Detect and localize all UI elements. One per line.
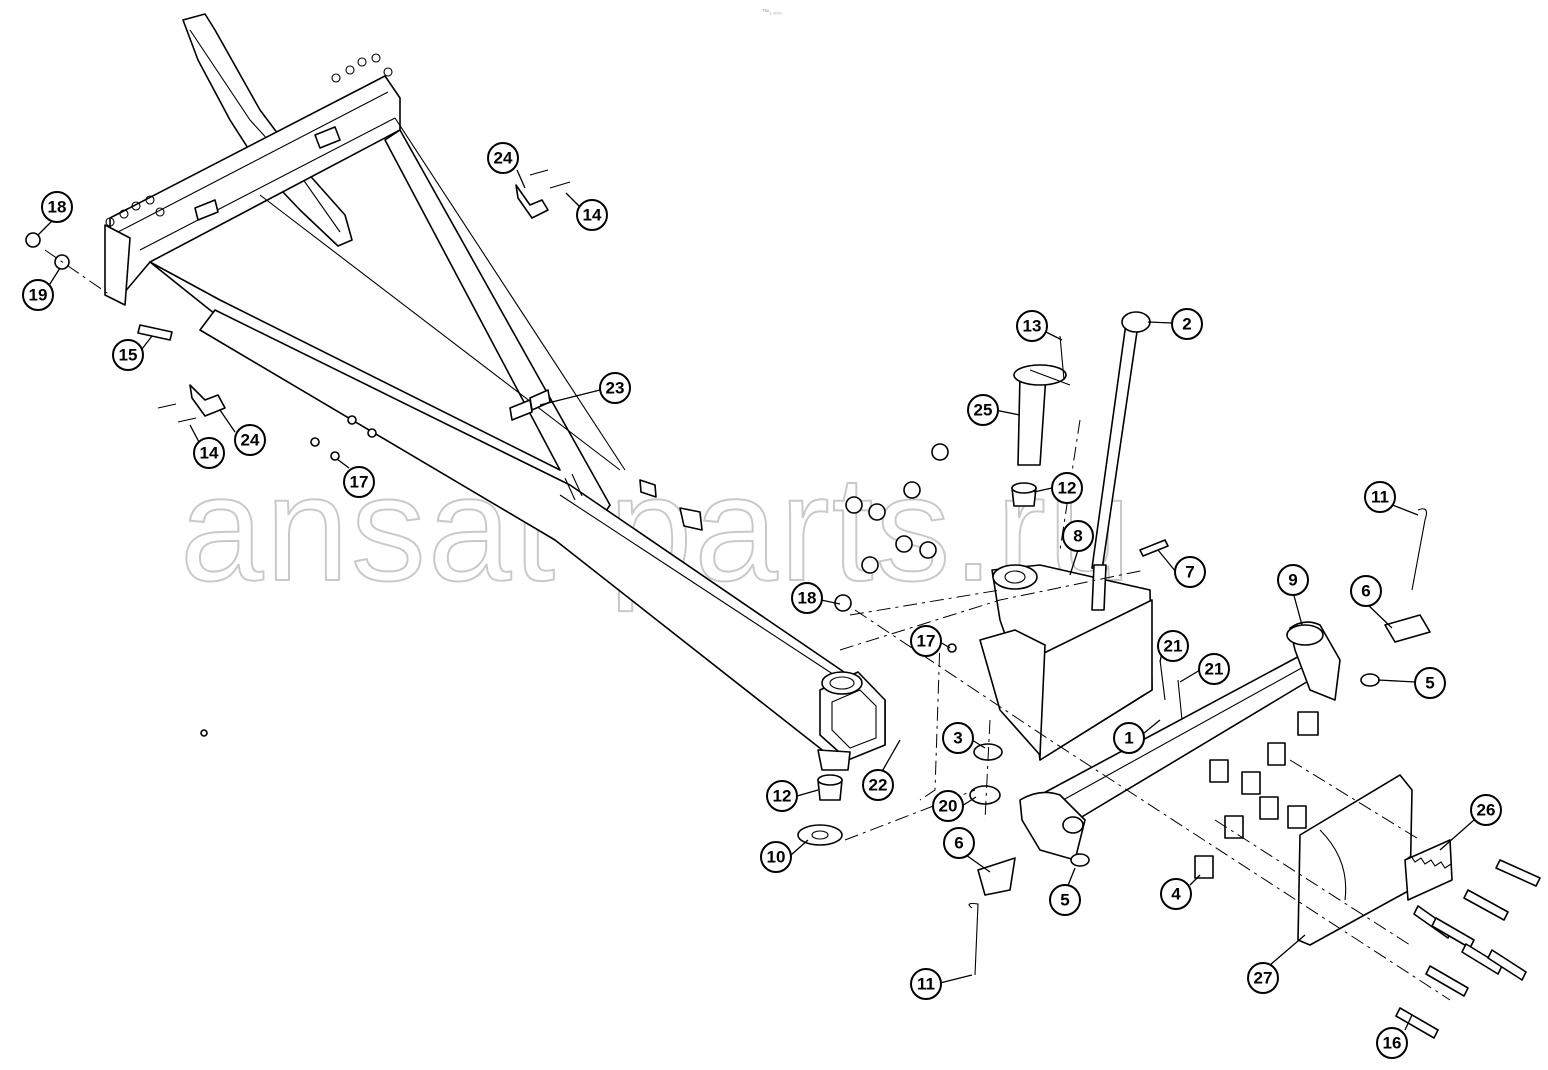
callout-2: 2: [1171, 308, 1203, 340]
svg-text:5: 5: [1425, 674, 1434, 693]
callout-18: 18: [791, 582, 823, 614]
svg-text:20: 20: [939, 797, 958, 816]
callout-12: 12: [1051, 472, 1083, 504]
svg-text:14: 14: [200, 444, 219, 463]
callout-5: 5: [1049, 884, 1081, 916]
svg-text:12: 12: [1058, 479, 1077, 498]
svg-text:13: 13: [1023, 317, 1042, 336]
mounting-plate: [1297, 774, 1541, 1039]
svg-text:24: 24: [241, 431, 260, 450]
svg-text:18: 18: [798, 589, 817, 608]
svg-text:7: 7: [1185, 563, 1194, 582]
callout-18: 18: [41, 191, 73, 223]
callout-17: 17: [910, 625, 942, 657]
callout-10: 10: [760, 841, 792, 873]
svg-text:21: 21: [1164, 637, 1183, 656]
callout-27: 27: [1247, 962, 1279, 994]
svg-text:6: 6: [1361, 582, 1370, 601]
svg-text:21: 21: [1205, 660, 1224, 679]
callout-11: 11: [1364, 481, 1396, 513]
drawbar-frame: [104, 13, 886, 771]
callout-1: 1: [1113, 722, 1145, 754]
callout-24: 24: [234, 424, 266, 456]
svg-text:22: 22: [869, 776, 888, 795]
svg-text:10: 10: [767, 848, 786, 867]
svg-text:6: 6: [954, 834, 963, 853]
callout-16: 16: [1376, 1027, 1408, 1059]
svg-text:3: 3: [953, 729, 962, 748]
callout-25: 25: [967, 394, 999, 426]
svg-text:19: 19: [29, 286, 48, 305]
svg-text:1: 1: [1124, 729, 1133, 748]
svg-text:25: 25: [974, 401, 993, 420]
callout-11: 11: [910, 968, 942, 1000]
callout-4: 4: [1160, 878, 1192, 910]
svg-text:4: 4: [1171, 885, 1181, 904]
callout-22: 22: [862, 769, 894, 801]
callout-26: 26: [1470, 794, 1502, 826]
svg-text:5: 5: [1060, 891, 1069, 910]
svg-text:17: 17: [917, 632, 936, 651]
callout-19: 19: [22, 279, 54, 311]
callout-17: 17: [343, 466, 375, 498]
callout-13: 13: [1016, 310, 1048, 342]
callout-21: 21: [1157, 630, 1189, 662]
callout-24: 24: [487, 142, 519, 174]
svg-text:9: 9: [1288, 571, 1297, 590]
header-mark: ™₁ ₀₀₀: [762, 9, 782, 16]
callout-12: 12: [766, 780, 798, 812]
callout-9: 9: [1277, 564, 1309, 596]
callout-7: 7: [1174, 556, 1206, 588]
callout-14: 14: [576, 199, 608, 231]
svg-text:23: 23: [606, 379, 625, 398]
callout-6: 6: [1350, 575, 1382, 607]
callout-23: 23: [599, 372, 631, 404]
callout-21: 21: [1198, 653, 1230, 685]
svg-text:2: 2: [1182, 315, 1191, 334]
callout-5: 5: [1414, 667, 1446, 699]
svg-text:16: 16: [1383, 1034, 1402, 1053]
hitch-crossbar: [968, 508, 1431, 976]
svg-text:17: 17: [350, 473, 369, 492]
svg-text:11: 11: [1371, 488, 1389, 507]
svg-text:8: 8: [1073, 527, 1082, 546]
svg-text:15: 15: [119, 346, 138, 365]
callout-3: 3: [942, 722, 974, 754]
svg-text:26: 26: [1477, 801, 1496, 820]
jack-assembly: [797, 311, 1183, 846]
svg-text:27: 27: [1254, 969, 1273, 988]
svg-text:14: 14: [583, 206, 602, 225]
callout-8: 8: [1062, 520, 1094, 552]
callout-14: 14: [193, 437, 225, 469]
callout-15: 15: [112, 339, 144, 371]
svg-text:11: 11: [917, 975, 935, 994]
svg-text:12: 12: [773, 787, 792, 806]
svg-text:18: 18: [48, 198, 67, 217]
svg-text:24: 24: [494, 149, 513, 168]
hardware: [25, 169, 957, 737]
callout-20: 20: [932, 790, 964, 822]
callout-6: 6: [943, 827, 975, 859]
